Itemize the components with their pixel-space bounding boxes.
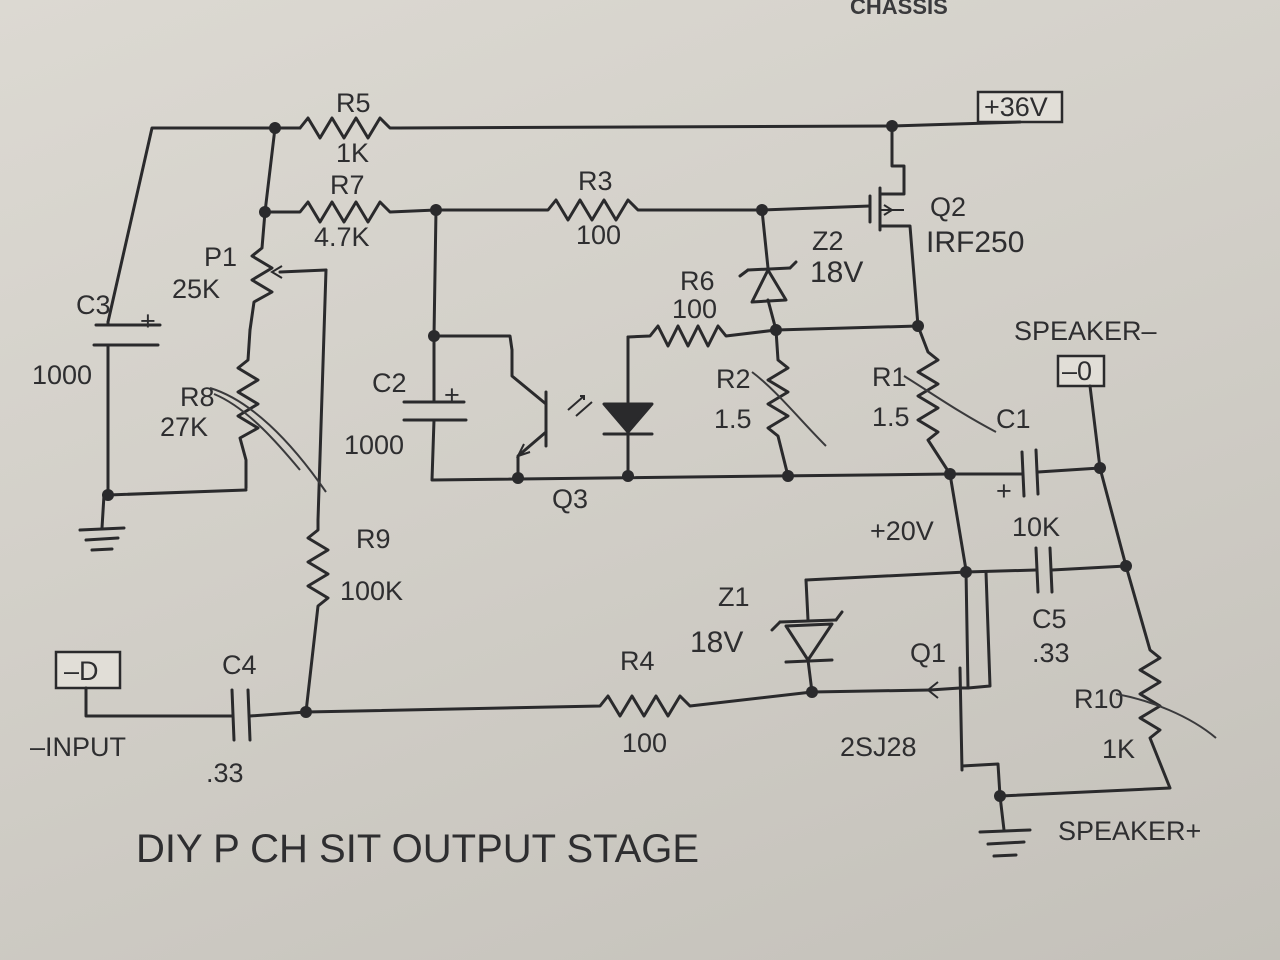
- r10-value: 1K: [1102, 734, 1135, 764]
- resistor-r8: R8 27K: [160, 328, 327, 493]
- wire-gate-q2: [760, 204, 872, 212]
- supply-label: +36V: [984, 92, 1048, 122]
- c2-value: 1000: [344, 430, 404, 460]
- r1-value: 1.5: [872, 402, 910, 432]
- q1-value: 2SJ28: [840, 732, 917, 762]
- junction-dots: [102, 120, 1132, 802]
- c2-name: C2: [372, 368, 407, 398]
- wire-r5-r7: [263, 126, 277, 214]
- capacitor-c1: + C1 10K: [948, 404, 1102, 542]
- p1-value: 25K: [172, 274, 220, 304]
- r4-name: R4: [620, 646, 655, 676]
- c2-plus: +: [444, 380, 460, 410]
- capacitor-c3: + C3 1000: [32, 290, 162, 390]
- resistor-r7: R7 4.7K: [263, 170, 438, 252]
- r2-value: 1.5: [714, 404, 752, 434]
- input-label: –INPUT: [30, 732, 126, 762]
- r1-name: R1: [872, 362, 907, 392]
- r3-value: 100: [576, 220, 621, 250]
- potentiometer-p1: P1 25K: [172, 210, 328, 522]
- z1-name: Z1: [718, 582, 750, 612]
- q3-name: Q3: [552, 484, 588, 514]
- c3-plus: +: [140, 306, 156, 336]
- resistor-r1: R1 1.5: [872, 324, 997, 476]
- q2-name: Q2: [930, 192, 966, 222]
- resistor-r9: R9 100K: [304, 518, 403, 714]
- r6-name: R6: [680, 266, 715, 296]
- q1-name: Q1: [910, 638, 946, 668]
- resistor-r4: R4 100: [304, 646, 932, 758]
- r9-value: 100K: [340, 576, 403, 606]
- z1-value: 18V: [690, 626, 743, 659]
- r2-name: R2: [716, 364, 751, 394]
- jfet-q1: Q1 2SJ28: [840, 570, 1002, 798]
- optocoupler-q3: Q3: [510, 335, 654, 514]
- c4-value: .33: [206, 758, 244, 788]
- input-port: –D –INPUT: [30, 650, 234, 762]
- speaker-minus-label: SPEAKER–: [1014, 316, 1157, 346]
- r5-name: R5: [336, 88, 371, 118]
- c3-name: C3: [76, 290, 111, 320]
- ground-right: SPEAKER+: [978, 794, 1201, 858]
- c1-name: C1: [996, 404, 1031, 434]
- top-rail: [106, 120, 1022, 497]
- mosfet-q2: Q2 IRF250: [868, 124, 1024, 328]
- r5-value: 1K: [336, 138, 369, 168]
- p1-name: P1: [204, 242, 237, 272]
- r4-value: 100: [622, 728, 667, 758]
- c1-plus: +: [996, 476, 1012, 506]
- r7-name: R7: [330, 170, 365, 200]
- c1-value: 10K: [1012, 512, 1060, 542]
- c3-value: 1000: [32, 360, 92, 390]
- r7-value: 4.7K: [314, 222, 370, 252]
- resistor-r5: R5 1K: [298, 88, 400, 168]
- speaker-minus-port: SPEAKER– –0: [1014, 316, 1157, 470]
- c4-name: C4: [222, 650, 257, 680]
- net-20v-label: +20V: [870, 516, 934, 546]
- c5-name: C5: [1032, 604, 1067, 634]
- zener-z1: Z1 18V: [690, 578, 844, 694]
- supply-port: +36V: [976, 90, 1064, 124]
- r8-name: R8: [180, 382, 215, 412]
- chassis-label: CHASSIS: [850, 0, 948, 19]
- diagram-title: DIY P CH SIT OUTPUT STAGE: [136, 827, 699, 871]
- resistor-r6: R6 100: [626, 266, 920, 348]
- r3-name: R3: [578, 166, 613, 196]
- resistor-r10: R10 1K: [998, 564, 1217, 798]
- r9-name: R9: [356, 524, 391, 554]
- c5-value: .33: [1032, 638, 1070, 668]
- z2-name: Z2: [812, 226, 844, 256]
- wire-speaker-minus-down: [1098, 466, 1128, 568]
- input-box: –D: [64, 656, 99, 686]
- r6-value: 100: [672, 294, 717, 324]
- speaker-plus-label: SPEAKER+: [1058, 816, 1201, 846]
- r8-value: 27K: [160, 412, 208, 442]
- ground-left: [78, 488, 248, 552]
- zener-z2: Z2 18V: [738, 208, 863, 332]
- speaker-minus-box: –0: [1062, 356, 1092, 386]
- capacitor-c2: + C2 1000: [344, 208, 952, 482]
- q2-value: IRF250: [926, 226, 1024, 259]
- capacitor-c4: C4 .33: [206, 650, 308, 788]
- r10-name: R10: [1074, 684, 1124, 714]
- resistor-r2: R2 1.5: [714, 328, 827, 478]
- z2-value: 18V: [810, 256, 863, 289]
- resistor-r3: R3 100: [434, 166, 764, 250]
